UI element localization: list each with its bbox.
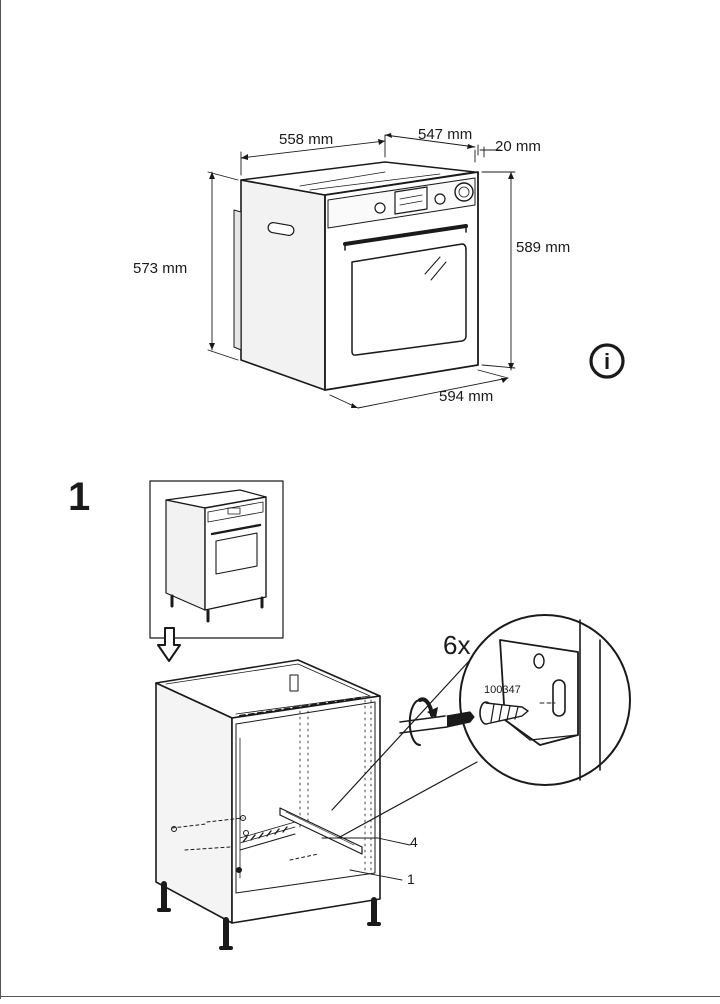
page-border-left [0, 0, 1, 999]
installed-oven-thumbnail [149, 480, 284, 639]
screw-detail-view [331, 614, 631, 839]
dim-front-thickness: 20 mm [495, 138, 541, 155]
step-number: 1 [68, 475, 90, 519]
dim-depth-total: 558 mm [279, 131, 333, 148]
screwdriver-icon [399, 697, 475, 746]
down-arrow-icon [157, 627, 181, 662]
info-icon-glyph: i [604, 349, 610, 374]
cabinet-frame [155, 659, 411, 950]
screw-icon [479, 701, 529, 725]
dim-height-body: 573 mm [133, 260, 187, 277]
dim-width-front: 594 mm [439, 388, 493, 405]
callout-cabinet: 1 [407, 871, 415, 887]
callout-rail: 4 [410, 834, 418, 850]
screw-quantity: 6x [443, 630, 470, 660]
page-border-bottom [0, 996, 720, 997]
screw-part-number: 100347 [484, 684, 521, 696]
info-icon: i [589, 343, 625, 379]
oven-dimension-drawing: 558 mm 547 mm 20 mm 573 mm 589 mm 594 mm [133, 126, 570, 409]
dim-height-front: 589 mm [516, 239, 570, 256]
dim-depth-body: 547 mm [418, 126, 472, 143]
